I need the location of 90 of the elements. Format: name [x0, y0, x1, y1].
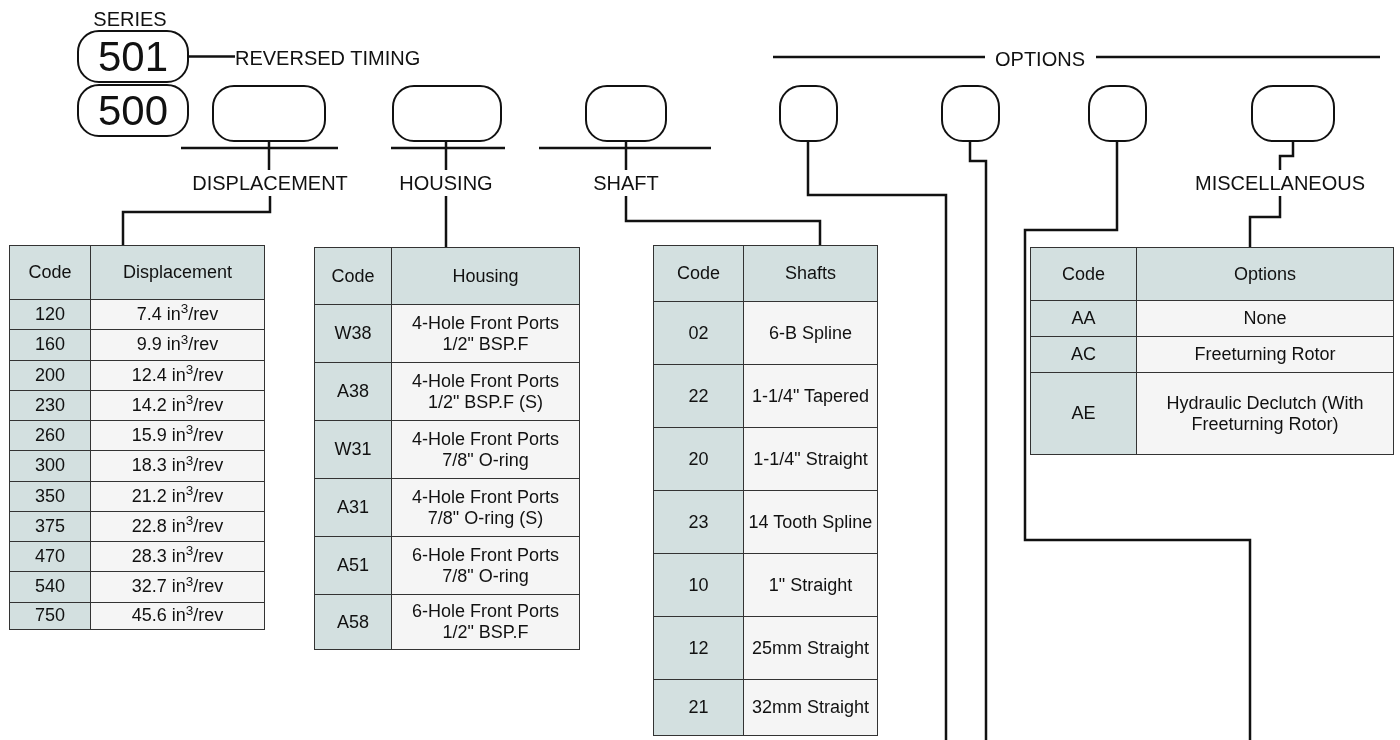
code-entry-box	[392, 85, 502, 142]
code-cell: AA	[1031, 301, 1137, 336]
code-cell: 02	[654, 302, 744, 364]
value-cell: 4-Hole Front Ports 1/2" BSP.F	[392, 305, 579, 362]
value-cell: 9.9 in$^{3}$/rev	[91, 330, 264, 360]
value-cell: 12.4 in$^{3}$/rev	[91, 360, 264, 390]
value-cell: 32.7 in$^{3}$/rev	[91, 572, 264, 602]
code-cell: 120	[10, 300, 91, 330]
heading-label: OPTIONS	[994, 47, 1086, 72]
connector-line	[1023, 142, 1252, 740]
code-cell: 22	[654, 365, 744, 427]
connector-line	[121, 196, 272, 245]
connector-line	[267, 142, 271, 170]
connector-line	[624, 196, 822, 245]
connector-line	[1248, 196, 1282, 247]
header-cell: Shafts	[744, 246, 877, 301]
code-entry-box	[1088, 85, 1147, 142]
code-cell: W38	[315, 305, 392, 362]
code-cell: AC	[1031, 337, 1137, 372]
value-cell: 21.2 in$^{3}$/rev	[91, 481, 264, 511]
value-cell: 45.6 in$^{3}$/rev	[91, 602, 264, 629]
code-cell: 350	[10, 481, 91, 511]
value-cell: 1-1/4" Tapered	[744, 365, 877, 427]
value-cell: 1" Straight	[744, 554, 877, 616]
code-entry-box	[212, 85, 326, 142]
code-cell: 12	[654, 617, 744, 679]
value-cell: 6-B Spline	[744, 302, 877, 364]
value-cell: 4-Hole Front Ports 7/8" O-ring	[392, 421, 579, 478]
value-cell: 4-Hole Front Ports 7/8" O-ring (S)	[392, 479, 579, 536]
value-cell: 22.8 in$^{3}$/rev	[91, 511, 264, 541]
code-cell: 540	[10, 572, 91, 602]
section-label: MISCELLANEOUS	[1168, 170, 1392, 196]
code-cell: 200	[10, 360, 91, 390]
value-cell: 1-1/4" Straight	[744, 428, 877, 490]
code-cell: 230	[10, 390, 91, 420]
section-label: SHAFT	[580, 170, 672, 196]
code-cell: A51	[315, 537, 392, 594]
code-cell: 260	[10, 421, 91, 451]
value-cell: 14.2 in$^{3}$/rev	[91, 390, 264, 420]
code-cell: 23	[654, 491, 744, 553]
connector-line	[624, 142, 628, 170]
code-cell: 160	[10, 330, 91, 360]
header-cell: Displacement	[91, 246, 264, 299]
connector-line	[1278, 142, 1295, 170]
connector-line	[189, 55, 235, 58]
connector-line	[444, 142, 448, 170]
code-cell: 21	[654, 680, 744, 735]
header-cell: Code	[1031, 248, 1137, 300]
value-cell: Freeturning Rotor	[1137, 337, 1393, 372]
code-entry-box	[779, 85, 838, 142]
section-label: HOUSING	[382, 170, 510, 196]
header-cell: Code	[654, 246, 744, 301]
connector-line	[444, 196, 448, 247]
code-cell: 470	[10, 542, 91, 572]
value-cell: 6-Hole Front Ports 7/8" O-ring	[392, 537, 579, 594]
code-cell: A31	[315, 479, 392, 536]
value-cell: Hydraulic Declutch (With Freeturning Rotor)	[1137, 373, 1393, 454]
series-code-box: 501	[77, 30, 189, 83]
value-cell: 28.3 in$^{3}$/rev	[91, 542, 264, 572]
code-cell: A38	[315, 363, 392, 420]
value-cell: None	[1137, 301, 1393, 336]
code-cell: 300	[10, 451, 91, 481]
connector-line	[968, 142, 988, 740]
code-cell: 375	[10, 511, 91, 541]
code-cell: AE	[1031, 373, 1137, 454]
header-cell: Housing	[392, 248, 579, 304]
series-code-box: 500	[77, 84, 189, 137]
code-cell: 20	[654, 428, 744, 490]
section-label: DISPLACEMENT	[170, 170, 370, 196]
value-cell: 14 Tooth Spline	[744, 491, 877, 553]
header-cell: Options	[1137, 248, 1393, 300]
value-cell: 6-Hole Front Ports 1/2" BSP.F	[392, 595, 579, 649]
code-entry-box	[941, 85, 1000, 142]
code-entry-box	[1251, 85, 1335, 142]
header-cell: Code	[315, 248, 392, 304]
code-entry-box	[585, 85, 667, 142]
code-cell: 10	[654, 554, 744, 616]
value-cell: 32mm Straight	[744, 680, 877, 735]
heading-label: SERIES	[92, 7, 168, 32]
value-cell: 15.9 in$^{3}$/rev	[91, 421, 264, 451]
code-cell: A58	[315, 595, 392, 649]
connector-line	[806, 142, 948, 740]
code-cell: W31	[315, 421, 392, 478]
code-cell: 750	[10, 602, 91, 629]
header-cell: Code	[10, 246, 91, 299]
value-cell: 7.4 in$^{3}$/rev	[91, 300, 264, 330]
value-cell: 18.3 in$^{3}$/rev	[91, 451, 264, 481]
section-label: REVERSED TIMING	[235, 44, 475, 72]
value-cell: 25mm Straight	[744, 617, 877, 679]
value-cell: 4-Hole Front Ports 1/2" BSP.F (S)	[392, 363, 579, 420]
